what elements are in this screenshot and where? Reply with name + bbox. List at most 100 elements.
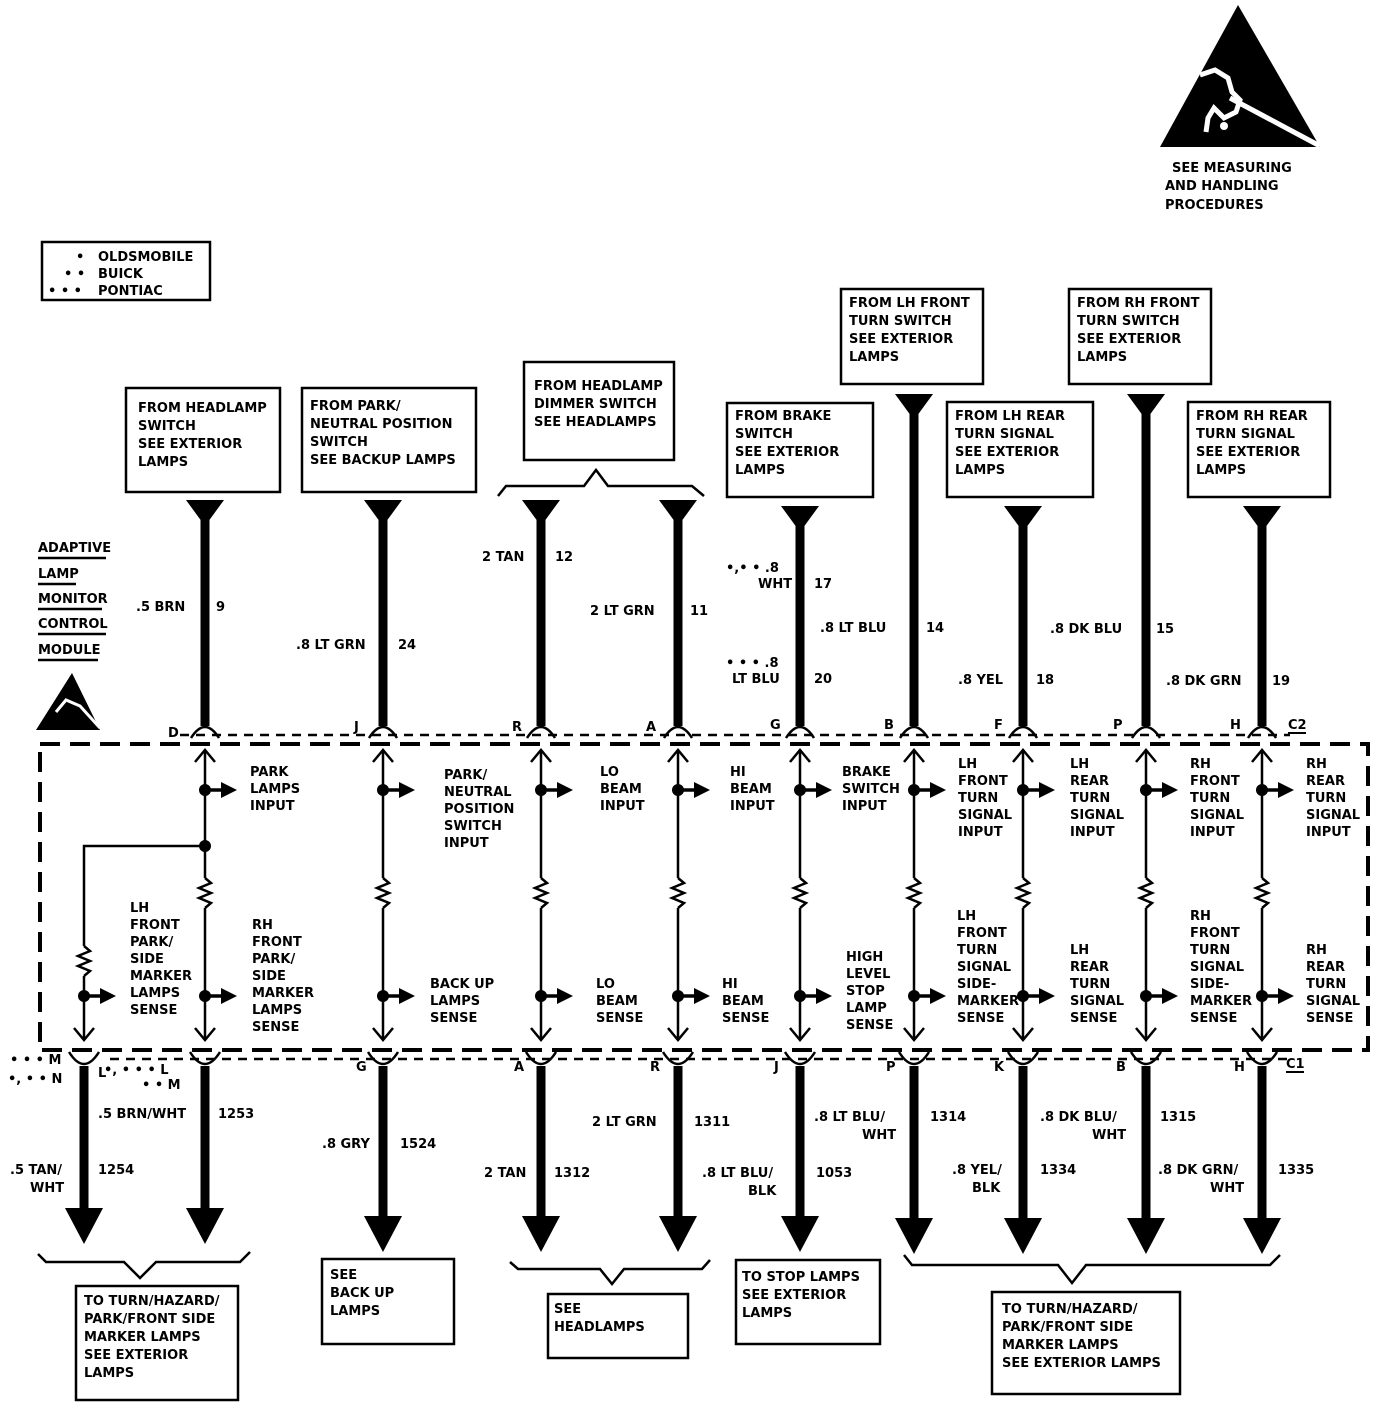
box-line: SWITCH	[310, 435, 368, 450]
input-function-label: POSITION	[444, 802, 514, 817]
box-line: NEUTRAL POSITION	[310, 417, 452, 432]
resistor-icon	[74, 945, 94, 977]
resistor-icon	[668, 877, 688, 909]
sense-function-label: SENSE	[957, 1011, 1004, 1026]
box-line: SEE BACKUP LAMPS	[310, 453, 456, 468]
connector-terminal	[898, 725, 930, 739]
pin-label: H	[1230, 718, 1241, 733]
signal-arrow-icon	[930, 988, 946, 1004]
box-line: TURN SWITCH	[849, 314, 952, 329]
esd-notice-line: SEE MEASURING	[1172, 161, 1292, 176]
module-title-line: LAMP	[38, 567, 79, 582]
top-pin-labels: D J R A G B F P H C2	[168, 718, 1307, 741]
wire-terminal-triangle	[895, 394, 933, 420]
signal-arrow-icon	[557, 782, 573, 798]
wire-arrow-icon	[659, 1216, 697, 1252]
down-arrow-icon	[1012, 1027, 1034, 1042]
signal-arrow-icon	[221, 988, 237, 1004]
box-line: SEE EXTERIOR	[955, 445, 1059, 460]
input-function-label: SIGNAL	[1306, 808, 1360, 823]
input-function-label: INPUT	[250, 799, 295, 814]
source-boxes: FROM HEADLAMP SWITCH SEE EXTERIOR LAMPS …	[124, 287, 1332, 499]
wire-arrow-icon	[364, 1216, 402, 1252]
wire-gauge-color: WHT	[1092, 1128, 1126, 1143]
pin-label: J	[353, 720, 359, 735]
sense-function-label: LAMPS	[252, 1003, 302, 1018]
pin-label: D	[168, 726, 179, 741]
box-line: FROM LH FRONT	[849, 296, 970, 311]
wire-arrow-icon	[65, 1208, 103, 1244]
input-function-label: TURN	[1190, 791, 1230, 806]
sense-function-label: LAMPS	[430, 994, 480, 1009]
box-line: SEE	[330, 1268, 357, 1283]
sense-function-label: STOP	[846, 984, 885, 999]
wire-arrow-icon	[522, 1216, 560, 1252]
sense-function-label: SIGNAL	[1306, 994, 1360, 1009]
connector-terminal	[525, 725, 557, 739]
sense-function-label: FRONT	[252, 935, 302, 950]
signal-arrow-icon	[1039, 988, 1055, 1004]
pin-variant-note: • • • M	[10, 1053, 61, 1068]
sense-function-label: FRONT	[1190, 926, 1240, 941]
sense-function-label: REAR	[1306, 960, 1345, 975]
sense-function-label: RH	[1190, 909, 1211, 924]
box-line: SEE HEADLAMPS	[534, 415, 656, 430]
resistor-icon	[1252, 877, 1272, 909]
wire-circuit: 20	[814, 672, 832, 687]
sense-function-label: RH	[252, 918, 273, 933]
wire-gauge-color: WHT	[30, 1181, 64, 1196]
wire-terminal-triangle	[659, 500, 697, 526]
up-arrow-icon	[1012, 748, 1034, 763]
input-function-label: SWITCH	[444, 819, 502, 834]
input-function-label: RH	[1306, 757, 1327, 772]
sense-function-label: SENSE	[130, 1003, 177, 1018]
internal-line	[82, 844, 205, 946]
box-line: LAMPS	[742, 1306, 792, 1321]
legend-label-oldsmobile: OLDSMOBILE	[98, 250, 193, 265]
wire-arrow-icon	[895, 1218, 933, 1254]
wire-arrow-icon	[1243, 1218, 1281, 1254]
pin-label: B	[1116, 1060, 1126, 1075]
wire-gauge-color: WHT	[1210, 1181, 1244, 1196]
input-function-label: TURN	[958, 791, 998, 806]
sense-function-label: LH	[1070, 943, 1089, 958]
down-arrow-icon	[194, 1027, 216, 1042]
input-function-label: INPUT	[1306, 825, 1351, 840]
wire-circuit: 1315	[1160, 1110, 1196, 1125]
wire-circuit: 1311	[694, 1115, 730, 1130]
signal-arrow-icon	[1278, 782, 1294, 798]
wire-gauge-color: .8 YEL	[958, 673, 1003, 688]
wire-gauge-color: .8 GRY	[322, 1137, 370, 1152]
wire-gauge-color: .8 DK BLU/	[1040, 1110, 1117, 1125]
sense-function-label: LAMPS	[130, 986, 180, 1001]
sense-function-label: PARK/	[130, 935, 173, 950]
box-line: PARK/FRONT SIDE	[1002, 1320, 1133, 1335]
wire-circuit: 1335	[1278, 1163, 1314, 1178]
box-line: HEADLAMPS	[554, 1320, 645, 1335]
source-box-rh-rear-turn: FROM RH REAR TURN SIGNAL SEE EXTERIOR LA…	[1186, 400, 1332, 499]
module-title-line: CONTROL	[38, 617, 108, 632]
wire-circuit: 19	[1272, 674, 1290, 689]
wire-gauge-color: 2 LT GRN	[592, 1115, 657, 1130]
sense-function-label: BACK UP	[430, 977, 494, 992]
sense-function-label: SIGNAL	[1190, 960, 1244, 975]
input-function-label: SIGNAL	[1070, 808, 1124, 823]
input-function-label: INPUT	[1190, 825, 1235, 840]
wire-circuit: 18	[1036, 673, 1054, 688]
input-function-label: REAR	[1070, 774, 1109, 789]
box-line: LAMPS	[84, 1366, 134, 1381]
up-arrow-icon	[667, 748, 689, 763]
down-arrow-icon	[73, 1027, 95, 1042]
signal-arrow-icon	[557, 988, 573, 1004]
wire-gauge-color: .8 DK BLU	[1050, 622, 1122, 637]
box-line: TO TURN/HAZARD/	[84, 1294, 220, 1309]
up-arrow-icon	[789, 748, 811, 763]
signal-arrow-icon	[221, 782, 237, 798]
signal-arrow-icon	[1162, 782, 1178, 798]
resistor-icon	[1136, 877, 1156, 909]
pin-label: L	[98, 1066, 106, 1081]
input-function-label: INPUT	[958, 825, 1003, 840]
wire-circuit: 24	[398, 638, 416, 653]
input-function-label: FRONT	[958, 774, 1008, 789]
